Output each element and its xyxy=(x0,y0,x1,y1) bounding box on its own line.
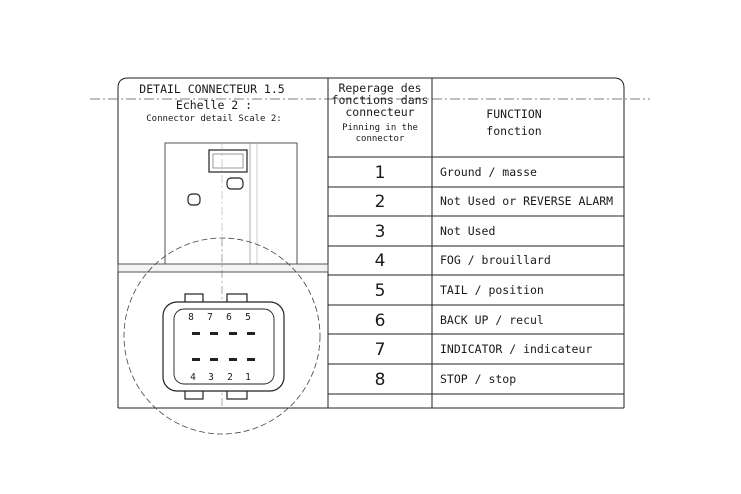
pin-function: STOP / stop xyxy=(440,372,516,386)
key-slot xyxy=(226,177,244,190)
header-pin-en-line2: connector xyxy=(356,134,405,144)
pin-number: 3 xyxy=(375,222,386,242)
mounting-flange xyxy=(117,263,329,273)
pin-function: Ground / masse xyxy=(440,165,537,179)
pin-number: 5 xyxy=(375,281,386,301)
latch-window xyxy=(208,149,248,173)
pin-number: 2 xyxy=(375,192,386,212)
table-row: 1 Ground / masse xyxy=(375,163,537,183)
key-slot-small xyxy=(187,193,201,206)
connector-pin-label: 1 xyxy=(245,372,251,383)
pin-number: 4 xyxy=(375,251,386,271)
detail-subtitle: Connector detail Scale 2: xyxy=(146,114,281,124)
connector-pin-label: 3 xyxy=(208,372,214,383)
table-row-lines xyxy=(328,156,624,395)
pin-function: BACK UP / recul xyxy=(440,313,544,327)
detail-scale: Echelle 2 : xyxy=(176,98,252,112)
pin-function: Not Used xyxy=(440,224,495,238)
connector-side-view xyxy=(164,142,298,266)
table-row: 6 BACK UP / recul xyxy=(375,311,544,331)
connector-pin-label: 5 xyxy=(245,312,251,323)
pin-number: 6 xyxy=(375,311,386,331)
pin-function: Not Used or REVERSE ALARM xyxy=(440,194,613,208)
pin-number: 1 xyxy=(375,163,386,183)
connector-face xyxy=(162,293,285,400)
table-row: 4 FOG / brouillard xyxy=(375,251,551,271)
pin-number: 8 xyxy=(375,370,386,390)
header-pin-fr-line3: connecteur xyxy=(345,105,414,119)
pin-number: 7 xyxy=(375,340,386,360)
table-row: 3 Not Used xyxy=(375,222,496,242)
connector-pin-label: 7 xyxy=(207,312,213,323)
drawing-frame xyxy=(117,77,625,408)
table-row: 8 STOP / stop xyxy=(375,370,517,390)
contact-slots xyxy=(192,332,255,361)
header-pin-fr-line1: Reperage des xyxy=(338,81,421,95)
table-row: 5 TAIL / position xyxy=(375,281,544,301)
detail-title: DETAIL CONNECTEUR 1.5 xyxy=(139,82,284,96)
pin-function: INDICATOR / indicateur xyxy=(440,342,592,356)
table-row: 7 INDICATOR / indicateur xyxy=(375,340,593,360)
header-pin-fr-line2: fonctions dans xyxy=(332,93,429,107)
header-function-fr: fonction xyxy=(486,124,541,138)
connector-pin-label: 2 xyxy=(227,372,233,383)
header-function-en: FUNCTION xyxy=(486,107,541,121)
pin-function: FOG / brouillard xyxy=(440,253,551,267)
connector-pin-label: 8 xyxy=(188,312,194,323)
connector-pin-label: 6 xyxy=(226,312,232,323)
table-row: 2 Not Used or REVERSE ALARM xyxy=(375,192,614,212)
pin-function: TAIL / position xyxy=(440,283,544,297)
connector-pin-label: 4 xyxy=(190,372,196,383)
header-pin-en-line1: Pinning in the xyxy=(342,123,418,133)
